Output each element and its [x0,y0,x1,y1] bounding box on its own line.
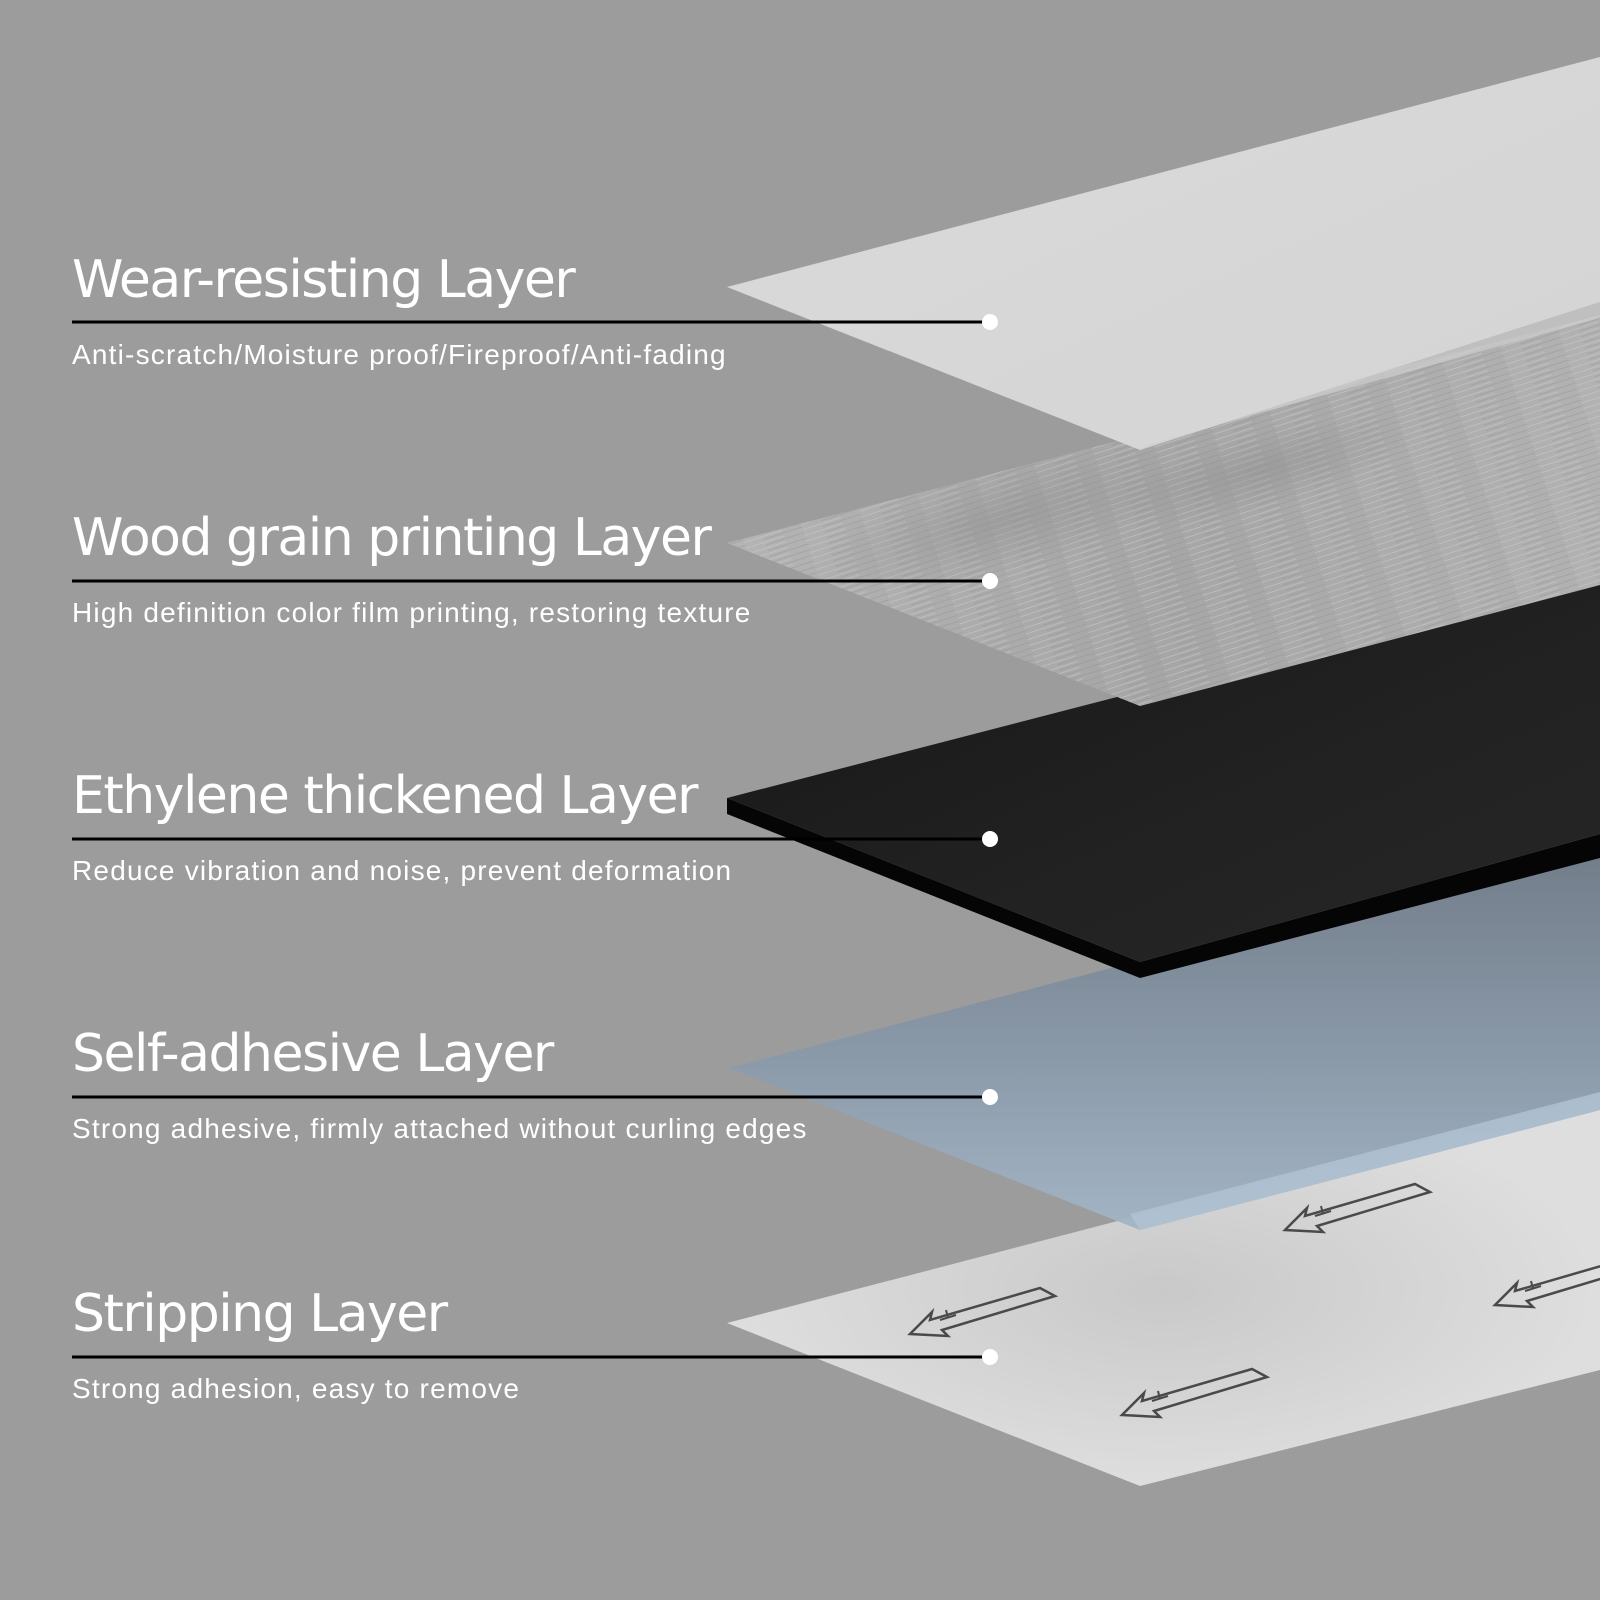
layer-description: Anti-scratch/Moisture proof/Fireproof/An… [72,339,727,370]
wood-grain-layer-sheet [727,315,1600,706]
layer-title: Ethylene thickened Layer [72,766,699,826]
layer-description: High definition color film printing, res… [72,597,752,628]
leader-line-stripping [72,1349,998,1365]
layer-description: Strong adhesion, easy to remove [72,1373,521,1404]
self-adhesive-layer-sheet [729,840,1600,1230]
layer-title: Wood grain printing Layer [72,508,712,568]
wear-resisting-layer-sheet [727,57,1600,450]
layer-description: Strong adhesive, firmly attached without… [72,1113,808,1144]
leader-dot [982,1349,998,1365]
layer-title: Self-adhesive Layer [72,1024,554,1084]
layer-description: Reduce vibration and noise, prevent defo… [72,855,733,886]
leader-dot [982,573,998,589]
leader-line-ethylene [72,831,998,847]
leader-dot [982,1089,998,1105]
layer-title: Stripping Layer [72,1284,448,1344]
ethylene-layer-sheet [727,572,1600,978]
layer-title: Wear-resisting Layer [72,250,576,310]
stripping-layer-sheet [727,1095,1600,1486]
leader-dot [982,831,998,847]
leader-line-wear [72,314,998,330]
leader-dot [982,314,998,330]
leader-line-adhesive [72,1089,998,1105]
leader-line-wood [72,573,998,589]
